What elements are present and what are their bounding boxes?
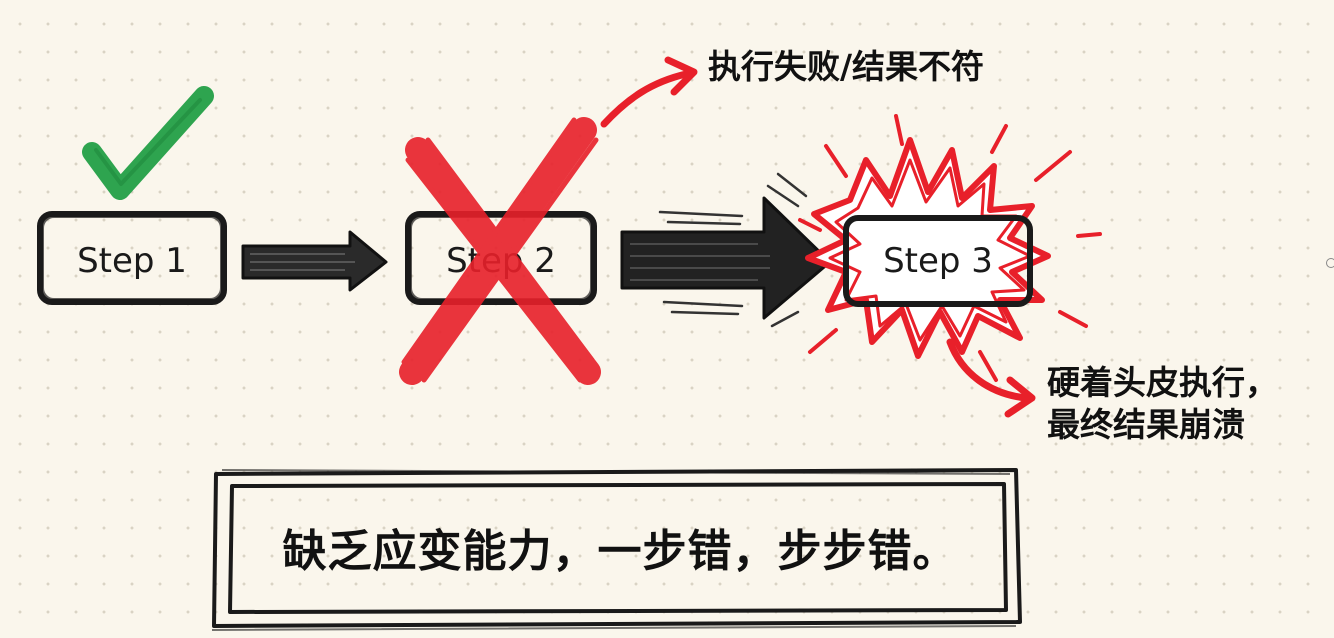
step-3-node: Step 3	[843, 215, 1033, 307]
conclusion-text: 缺乏应变能力，一步错，步步错。	[282, 526, 958, 577]
crash-arrow	[946, 338, 1036, 418]
edge-handle	[1326, 258, 1334, 268]
crash-note: 硬着头皮执行， 最终结果崩溃	[1047, 362, 1278, 446]
conclusion-box	[211, 468, 1022, 631]
check-icon	[82, 86, 214, 200]
explosion-rays	[798, 114, 1102, 382]
crash-note-line-1: 硬着头皮执行，	[1047, 363, 1278, 402]
step-1-label: Step 1	[77, 241, 187, 281]
crash-note-line-2: 最终结果崩溃	[1047, 405, 1245, 444]
step-3-label: Step 3	[883, 241, 993, 281]
failure-arrow	[600, 56, 698, 128]
failure-note-text: 执行失败/结果不符	[708, 47, 985, 86]
speed-lines	[658, 172, 808, 328]
arrow-step2-to-step3	[620, 196, 832, 320]
arrow-step1-to-step2	[241, 230, 388, 292]
step-1-node: Step 1	[37, 211, 227, 305]
failure-note: 执行失败/结果不符	[708, 46, 984, 88]
cross-icon	[399, 117, 601, 385]
